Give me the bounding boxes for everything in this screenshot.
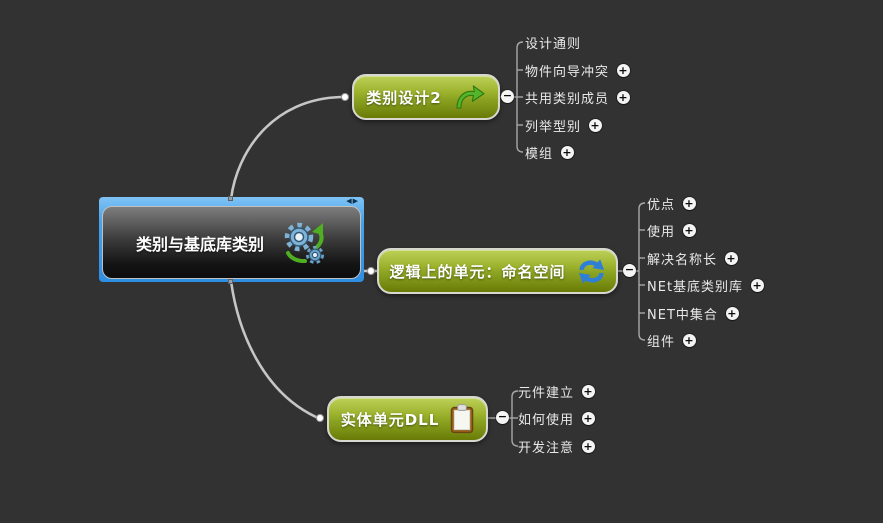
subtopic[interactable]: NEt基底类别库 +	[647, 275, 765, 295]
subtopic-label: 优点	[647, 197, 676, 213]
subtopic-label: 元件建立	[518, 385, 575, 401]
expand-button[interactable]: +	[589, 118, 603, 132]
subtopic[interactable]: 模组 +	[525, 142, 575, 162]
subtopic-label: NET中集合	[647, 307, 718, 323]
root-topic-label: 类别与基底库类别	[135, 234, 264, 254]
subtopic-label: 使用	[647, 224, 676, 240]
sync-arrows-icon	[578, 258, 604, 284]
subtopic-label: 模组	[525, 146, 554, 162]
branch-topic-2-label: 逻辑上的单元：命名空间	[389, 262, 566, 281]
collapse-button-branch1[interactable]: −	[501, 89, 514, 103]
bracket-branch2	[638, 202, 646, 341]
collapse-button-branch3[interactable]: −	[496, 410, 509, 424]
subtopic-label: 组件	[647, 334, 676, 350]
subtopic[interactable]: 物件向导冲突 +	[525, 60, 631, 80]
expand-button[interactable]: +	[561, 145, 575, 159]
expand-button[interactable]: +	[617, 63, 631, 77]
subtopic[interactable]: 开发注意 +	[518, 436, 596, 456]
subtopic-label: 开发注意	[518, 440, 575, 456]
expand-button[interactable]: +	[725, 251, 739, 265]
subtopic[interactable]: 优点 +	[647, 193, 697, 213]
branch-topic-3-label: 实体单元DLL	[340, 410, 440, 429]
subtopic-label: 共用类别成员	[525, 91, 610, 107]
subtopic[interactable]: 使用 +	[647, 220, 697, 240]
branch-topic-1-label: 类别设计2	[366, 88, 442, 107]
expand-button[interactable]: +	[725, 306, 739, 320]
collapse-button-branch2[interactable]: −	[623, 263, 636, 277]
selection-handle-icon[interactable]: ◀▶	[346, 197, 359, 205]
curve-root-to-branch3	[229, 279, 318, 419]
subtopic[interactable]: 组件 +	[647, 330, 697, 350]
branch-topic-1[interactable]: 类别设计2	[352, 74, 500, 120]
connection-dot	[341, 93, 349, 101]
gears-sync-icon	[284, 222, 324, 264]
subtopic[interactable]: NET中集合 +	[647, 303, 739, 323]
subtopic-label: 如何使用	[518, 412, 575, 428]
subtopic[interactable]: 如何使用 +	[518, 408, 596, 428]
bracket-branch1	[516, 41, 524, 153]
subtopic-label: NEt基底类别库	[647, 279, 744, 295]
connection-dot	[316, 414, 324, 422]
subtopic-label: 列举型别	[525, 119, 582, 135]
subtopic-label: 物件向导冲突	[525, 64, 610, 80]
subtopic[interactable]: 列举型别 +	[525, 115, 603, 135]
expand-button[interactable]: +	[582, 411, 596, 425]
subtopic[interactable]: 共用类别成员 +	[525, 87, 631, 107]
root-topic[interactable]: 类别与基底库类别	[102, 206, 361, 279]
branch-topic-2[interactable]: 逻辑上的单元：命名空间	[377, 248, 618, 294]
subtopic[interactable]: 解决名称长 +	[647, 248, 739, 268]
expand-button[interactable]: +	[751, 278, 765, 292]
anchor-top[interactable]	[228, 196, 233, 201]
expand-button[interactable]: +	[617, 90, 631, 104]
subtopic-label: 解决名称长	[647, 252, 718, 268]
green-arrow-icon	[456, 85, 485, 109]
root-topic-selection-frame[interactable]: ◀▶ 类别与基底库类别	[99, 196, 364, 284]
expand-button[interactable]: +	[683, 223, 697, 237]
expand-button[interactable]: +	[582, 439, 596, 453]
curve-root-to-branch1	[229, 95, 343, 201]
subtopic[interactable]: 元件建立 +	[518, 381, 596, 401]
expand-button[interactable]: +	[582, 384, 596, 398]
anchor-bottom[interactable]	[228, 279, 233, 284]
expand-button[interactable]: +	[683, 196, 697, 210]
branch-topic-3[interactable]: 实体单元DLL	[327, 396, 488, 442]
connection-dot	[367, 267, 375, 275]
subtopic[interactable]: 设计通则	[525, 32, 581, 52]
subtopic-label: 设计通则	[525, 36, 582, 52]
expand-button[interactable]: +	[683, 333, 697, 347]
clipboard-icon	[451, 404, 474, 434]
